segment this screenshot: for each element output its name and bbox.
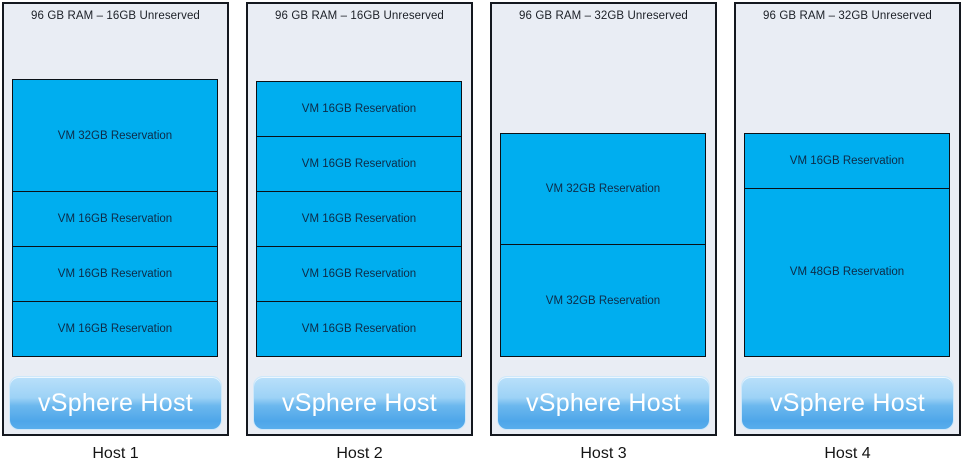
host-column-3: 96 GB RAM – 32GB Unreserved VM 32GB Rese… — [490, 2, 717, 436]
vm-reservation-label: VM 16GB Reservation — [57, 212, 173, 225]
vm-reservation-label: VM 16GB Reservation — [57, 322, 173, 335]
host-ram-header: 96 GB RAM – 32GB Unreserved — [519, 10, 688, 22]
host-unit-2: 96 GB RAM – 16GB Unreserved VM 16GB Rese… — [246, 2, 473, 463]
vsphere-host-button-label: vSphere Host — [769, 388, 926, 417]
host-ram-header: 96 GB RAM – 16GB Unreserved — [275, 10, 444, 22]
host-column-1: 96 GB RAM – 16GB Unreserved VM 32GB Rese… — [2, 2, 229, 436]
vm-reservation-label: VM 16GB Reservation — [57, 267, 173, 280]
vsphere-host-button-label: vSphere Host — [525, 388, 682, 417]
vm-reservation-label: VM 32GB Reservation — [545, 183, 661, 196]
vsphere-host-button[interactable]: vSphere Host — [9, 376, 222, 430]
host-column-4: 96 GB RAM – 32GB Unreserved VM 16GB Rese… — [734, 2, 961, 436]
vm-reservation-box: VM 16GB Reservation — [12, 300, 218, 357]
host-unit-4: 96 GB RAM – 32GB Unreserved VM 16GB Rese… — [734, 2, 961, 463]
vm-reservation-box: VM 32GB Reservation — [12, 79, 218, 193]
vm-reservation-label: VM 16GB Reservation — [301, 322, 417, 335]
vm-reservation-box: VM 16GB Reservation — [256, 245, 462, 303]
vsphere-host-button[interactable]: vSphere Host — [253, 376, 466, 430]
vm-reservation-label: VM 16GB Reservation — [301, 102, 417, 115]
host-ram-header: 96 GB RAM – 16GB Unreserved — [31, 10, 200, 22]
host-caption: Host 1 — [92, 445, 139, 462]
vm-reservation-box: VM 48GB Reservation — [744, 187, 950, 357]
vm-reservation-box: VM 16GB Reservation — [256, 80, 462, 138]
vm-reservation-label: VM 16GB Reservation — [789, 154, 905, 167]
vm-reservation-box: VM 16GB Reservation — [256, 300, 462, 357]
vsphere-host-button-label: vSphere Host — [37, 388, 194, 417]
vsphere-host-button[interactable]: vSphere Host — [497, 376, 710, 430]
vm-reservation-label: VM 16GB Reservation — [301, 212, 417, 225]
host-unit-1: 96 GB RAM – 16GB Unreserved VM 32GB Rese… — [2, 2, 229, 463]
vm-reservation-box: VM 16GB Reservation — [12, 245, 218, 303]
vm-reservation-box: VM 16GB Reservation — [744, 132, 950, 190]
host-unit-3: 96 GB RAM – 32GB Unreserved VM 32GB Rese… — [490, 2, 717, 463]
host-caption: Host 3 — [580, 445, 627, 462]
vm-stack: VM 16GB Reservation VM 48GB Reservation — [744, 132, 950, 357]
vm-reservation-label: VM 32GB Reservation — [57, 129, 173, 142]
vsphere-host-button[interactable]: vSphere Host — [741, 376, 954, 430]
vm-reservation-label: VM 16GB Reservation — [301, 157, 417, 170]
host-caption: Host 2 — [336, 445, 383, 462]
host-caption: Host 4 — [824, 445, 871, 462]
vm-reservation-label: VM 32GB Reservation — [545, 294, 661, 307]
host-ram-header: 96 GB RAM – 32GB Unreserved — [763, 10, 932, 22]
host-column-2: 96 GB RAM – 16GB Unreserved VM 16GB Rese… — [246, 2, 473, 436]
vm-reservation-box: VM 16GB Reservation — [256, 135, 462, 193]
vm-reservation-label: VM 48GB Reservation — [789, 266, 905, 279]
vm-reservation-label: VM 16GB Reservation — [301, 267, 417, 280]
vm-stack: VM 32GB Reservation VM 32GB Reservation — [500, 132, 706, 357]
vm-reservation-box: VM 32GB Reservation — [500, 244, 706, 357]
vm-reservation-box: VM 16GB Reservation — [256, 190, 462, 248]
vm-reservation-box: VM 32GB Reservation — [500, 132, 706, 246]
vsphere-host-button-label: vSphere Host — [281, 388, 438, 417]
vm-reservation-box: VM 16GB Reservation — [12, 190, 218, 248]
